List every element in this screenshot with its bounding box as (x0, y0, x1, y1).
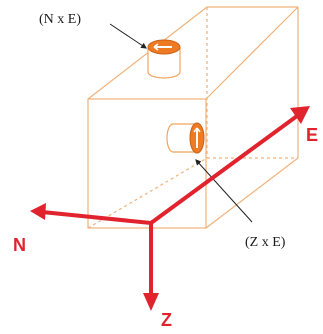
axis-label-n: N (13, 235, 26, 255)
label-z-x-e: (Z x E) (245, 235, 286, 250)
leader-side (195, 159, 253, 223)
axes (30, 106, 310, 311)
axis-label-z: Z (161, 310, 172, 330)
top-cylinder (147, 39, 181, 79)
axis-label-e: E (306, 125, 318, 145)
leader-top (109, 23, 147, 49)
side-cylinder (166, 122, 205, 154)
box-outline (87, 6, 299, 229)
label-n-x-e: (N x E) (39, 12, 81, 27)
